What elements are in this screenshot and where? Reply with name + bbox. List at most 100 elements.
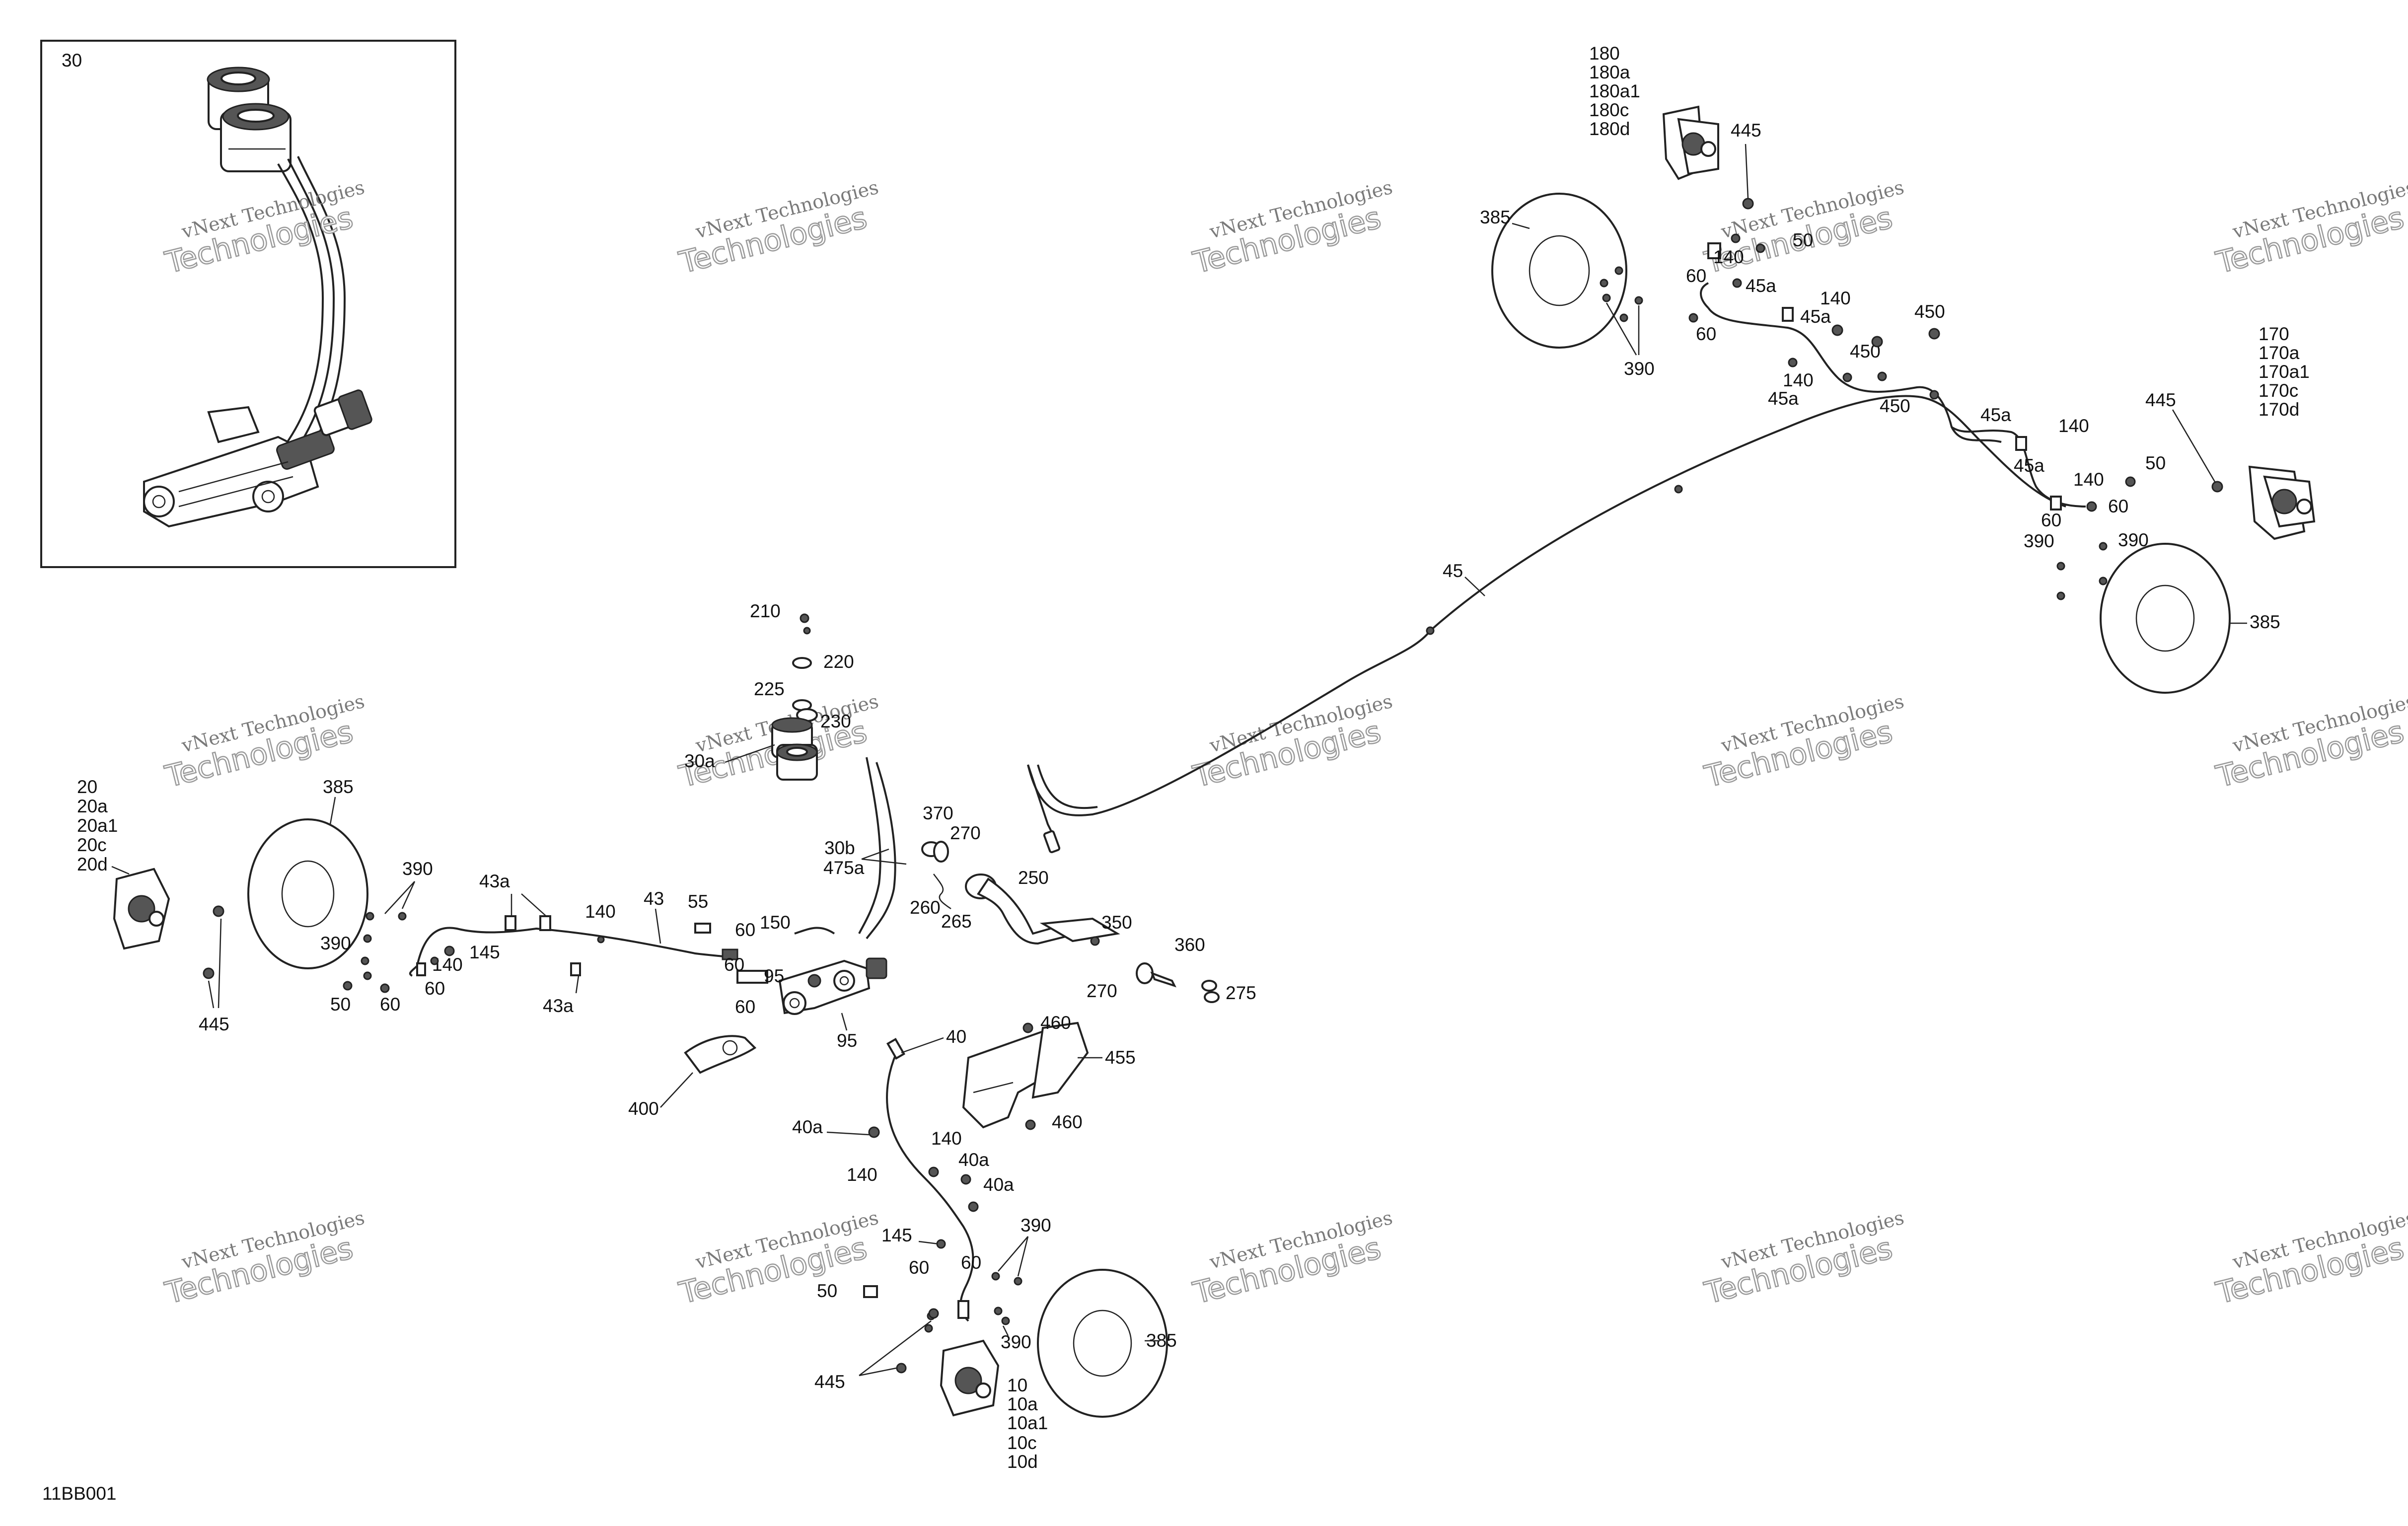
callout-45a: 45a (2014, 455, 2044, 476)
brake-fluid-reservoir (207, 67, 292, 172)
bolts-390-left (361, 912, 407, 980)
svg-text:10d: 10d (1007, 1452, 1038, 1472)
brake-pedal-250 (965, 873, 1120, 945)
callout-50: 50 (330, 994, 351, 1015)
leader (725, 744, 775, 763)
bolt-445 (203, 967, 215, 979)
svg-text:180: 180 (1589, 43, 1620, 64)
fitting-145 (936, 1239, 946, 1249)
callout-95: 95 (764, 966, 784, 986)
callout-350: 350 (1101, 912, 1132, 933)
brake-line-45 (1027, 395, 2066, 854)
brake-line-43 (409, 915, 738, 977)
callout-45a: 45a (1800, 306, 1831, 327)
bolt-445 (213, 905, 224, 917)
washer-270b (1136, 962, 1154, 984)
callout-140: 140 (2073, 469, 2104, 490)
callout-390: 390 (1624, 359, 1655, 379)
leader (329, 797, 336, 825)
leader (1002, 1325, 1009, 1336)
svg-text:20c: 20c (77, 835, 107, 855)
bolt-460 (1025, 1119, 1036, 1130)
leader (918, 1240, 939, 1245)
washer-275b (1204, 991, 1220, 1003)
callout-55: 55 (688, 891, 708, 912)
callout-45a: 45a (1746, 276, 1776, 296)
brake-disc-385-top (1491, 193, 1627, 349)
callout-450: 450 (1880, 396, 1910, 416)
callout-95: 95 (837, 1030, 857, 1051)
callout-60: 60 (735, 997, 755, 1017)
callout-30a: 30a (684, 751, 715, 771)
callout-45a: 45a (1768, 388, 1799, 409)
callout-370: 370 (923, 803, 953, 823)
svg-text:180d: 180d (1589, 119, 1630, 139)
callout-60: 60 (961, 1252, 981, 1273)
washer-270 (933, 841, 949, 863)
callout-30b: 30b (824, 838, 855, 858)
callout-390: 390 (320, 933, 351, 953)
callout-445: 445 (199, 1014, 229, 1034)
heat-shield-455 (962, 1021, 1089, 1129)
bolts-390-top (1600, 266, 1643, 356)
brake-disc-385-left (247, 818, 368, 969)
svg-text:10c: 10c (1007, 1433, 1037, 1453)
callout-250: 250 (1018, 868, 1049, 888)
callout-145: 145 (469, 942, 500, 962)
callout-50: 50 (1793, 230, 1813, 250)
bolt-460 (1022, 1022, 1033, 1033)
callout-220: 220 (823, 652, 854, 672)
callout-140: 140 (585, 901, 616, 922)
upper-fasteners (792, 613, 818, 722)
callout-170: 170 170a 170a1 170c 170d (2259, 324, 2310, 420)
callout-445: 445 (2145, 390, 2176, 410)
svg-text:20a: 20a (77, 796, 108, 816)
leader (998, 1236, 1029, 1277)
callout-460: 460 (1052, 1112, 1083, 1132)
callout-140: 140 (1713, 247, 1744, 267)
svg-text:10: 10 (1007, 1375, 1027, 1395)
callout-400: 400 (628, 1098, 659, 1119)
master-cylinder-30a (771, 717, 818, 781)
fitting-50 (863, 1285, 878, 1298)
bolt-445 (896, 1363, 907, 1374)
callout-140: 140 (2058, 416, 2089, 436)
callout-60: 60 (380, 994, 400, 1015)
leader (511, 893, 547, 917)
callout-50: 50 (817, 1281, 837, 1301)
callout-60: 60 (2108, 496, 2128, 516)
callout-140: 140 (1820, 288, 1851, 308)
leader (1464, 577, 1485, 596)
spring-260 (933, 873, 951, 910)
callout-445: 445 (1731, 120, 1761, 141)
callout-60: 60 (1686, 266, 1706, 286)
proportioning-block (736, 927, 887, 1015)
callout-385: 385 (2250, 612, 2280, 632)
callout-385: 385 (1480, 207, 1511, 227)
rear-right-brake-lines (1700, 242, 2086, 510)
callout-50: 50 (2145, 453, 2166, 473)
leader (826, 1131, 870, 1136)
svg-text:20d: 20d (77, 854, 108, 874)
callout-40: 40 (946, 1026, 966, 1047)
fittings-left (343, 945, 455, 993)
callout-40a: 40a (983, 1174, 1014, 1195)
svg-text:10a1: 10a1 (1007, 1413, 1048, 1433)
caliper-10 (940, 1339, 1000, 1417)
caliper-20 (113, 868, 170, 950)
callout-390: 390 (402, 859, 433, 879)
fittings-right (1688, 233, 2136, 600)
callout-45a: 45a (1980, 405, 2011, 425)
svg-text:20: 20 (77, 777, 97, 797)
inset-master-cylinder: 30 (40, 40, 456, 568)
bolt-445 (2211, 481, 2223, 493)
callout-210: 210 (750, 601, 781, 621)
svg-text:20a1: 20a1 (77, 815, 118, 836)
leader (208, 918, 222, 1009)
